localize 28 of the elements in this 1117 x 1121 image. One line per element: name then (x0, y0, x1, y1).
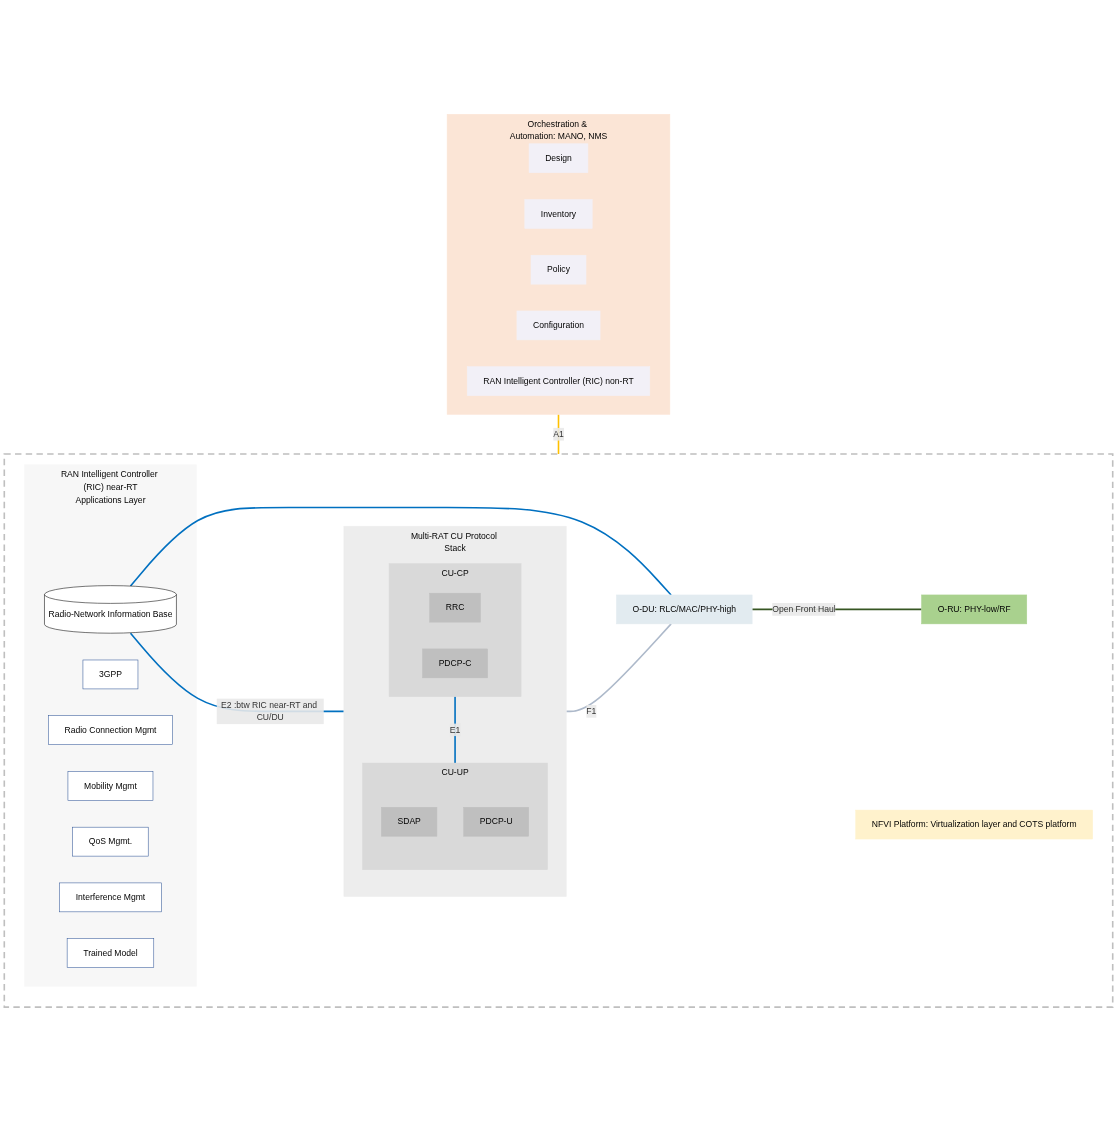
edge-label: E2 :btw RIC near-RT and CU/DU (221, 699, 317, 722)
connector (557, 413, 560, 455)
node-box: O-DU: RLC/MAC/PHY-high (616, 594, 753, 624)
node-box: Configuration (516, 310, 601, 340)
node-box: PDCP-C (422, 648, 488, 678)
node-box: RRC (429, 592, 481, 623)
node-box: NFVI Platform: Virtualization layer and COTS platform (855, 809, 1093, 840)
connector (565, 622, 672, 712)
cluster (3, 453, 1114, 1008)
node-box: Trained Model (66, 938, 155, 968)
edge-label: Open Front Haul (772, 604, 836, 614)
node-box: QoS Mgmt. (72, 826, 149, 857)
node-box: PDCP-U (463, 806, 529, 837)
node-box: Policy (530, 254, 587, 285)
connector (454, 695, 456, 764)
connector (129, 506, 672, 596)
edge-label: F1 (586, 706, 597, 716)
node-box: Design (528, 143, 589, 173)
node-box: Radio Connection Mgmt (48, 715, 173, 745)
node-box: SDAP (381, 806, 438, 837)
node-box: Mobility Mgmt (67, 770, 154, 801)
edge-label: A1 (553, 429, 564, 439)
edge-label: E1 (449, 724, 461, 734)
node-box: Interference Mgmt (59, 882, 162, 912)
node-box: O-RU: PHY-low/RF (921, 594, 1028, 624)
node-box: Inventory (524, 199, 593, 229)
node-box: RAN Intelligent Controller (RIC) non-RT (466, 366, 651, 396)
node-box: 3GPP (82, 659, 139, 689)
